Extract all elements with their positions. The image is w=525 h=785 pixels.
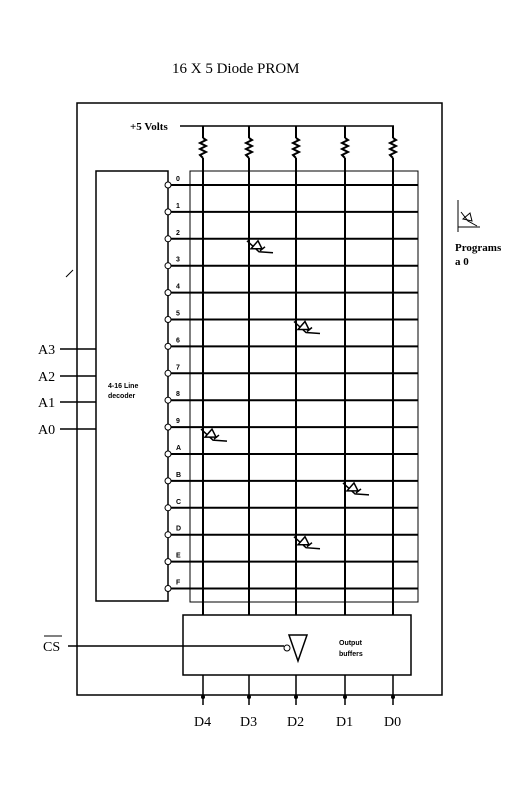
row-bubble-0 [164, 181, 172, 189]
row-label: A [176, 445, 181, 452]
data-output-label: D2 [287, 715, 304, 730]
row-label: 2 [176, 230, 180, 237]
pullup-resistor-D4 [197, 137, 209, 159]
matrix-frame [189, 170, 419, 603]
row-bubble-4 [164, 289, 172, 297]
row-bubble-2 [164, 235, 172, 243]
row-bubble-9 [164, 423, 172, 431]
output-pin-D4 [201, 695, 205, 699]
programs-inset [457, 200, 480, 232]
address-input-label: A0 [38, 423, 55, 438]
row-label: 4 [176, 284, 180, 291]
programs-note-line1: Programs [455, 242, 502, 254]
row-label: 7 [176, 364, 180, 371]
row-bubble-8 [164, 396, 172, 404]
output-buffer-label-line1: Output [339, 640, 363, 647]
row-bubble-3 [164, 262, 172, 270]
row-bubble-1 [164, 208, 172, 216]
diode-9-D4 [200, 427, 228, 442]
supply-label: +5 Volts [130, 121, 168, 133]
row-label: B [176, 472, 181, 479]
row-bubble-A [164, 450, 172, 458]
decoder-block [95, 170, 169, 602]
pullup-resistor-D1 [339, 137, 351, 159]
row-bubble-B [164, 477, 172, 485]
row-label: D [176, 526, 181, 533]
diode-2-D3 [246, 239, 274, 254]
address-input-label: A1 [38, 396, 55, 411]
row-label: 1 [176, 203, 180, 210]
row-label: 5 [176, 311, 180, 318]
cs-label: CS [43, 640, 60, 655]
row-label: E [176, 553, 181, 560]
row-bubble-E [164, 558, 172, 566]
row-label: 3 [176, 257, 180, 264]
row-bubble-F [164, 585, 172, 592]
data-output-label: D0 [384, 715, 401, 730]
data-output-label: D4 [194, 715, 211, 730]
row-label: 6 [176, 337, 180, 344]
row-bubble-D [164, 531, 172, 539]
buffer-triangle [287, 634, 309, 664]
row-label: 9 [176, 418, 180, 425]
decoder-label-line2: decoder [108, 393, 136, 400]
decoder-label-line1: 4-16 Line [108, 383, 138, 390]
data-output-label: D3 [240, 715, 257, 730]
diode-D-D2 [293, 535, 321, 550]
row-bubble-5 [164, 316, 172, 323]
row-bubble-C [164, 504, 172, 512]
row-label: C [176, 499, 181, 506]
output-pin-D3 [247, 695, 251, 699]
chip-outline [76, 102, 443, 696]
pullup-resistor-D3 [243, 137, 255, 159]
row-bubble-6 [164, 342, 172, 350]
pullup-resistor-D2 [290, 137, 302, 159]
row-label: 8 [176, 391, 180, 398]
row-label: 0 [176, 176, 180, 183]
diagram-title: 16 X 5 Diode PROM [172, 61, 300, 77]
output-pin-D0 [391, 695, 395, 699]
row-label: F [176, 580, 181, 587]
programmed-diodes [200, 239, 370, 550]
cs-bubble [283, 644, 291, 652]
row-lines: 0 1 2 3 4 5 6 7 8 9A B C D E F [164, 176, 418, 592]
output-pin-D2 [294, 695, 298, 699]
address-input-label: A3 [38, 343, 55, 358]
pullup-resistor-D0 [387, 137, 399, 159]
programs-note-line2: a 0 [455, 256, 469, 268]
output-buffer-block [182, 614, 412, 676]
output-buffer-label-line2: buffers [339, 651, 363, 658]
diode-5-D2 [293, 320, 321, 335]
data-output-label: D1 [336, 715, 353, 730]
diode-B-D1 [342, 481, 370, 496]
output-pin-D1 [343, 695, 347, 699]
address-input-label: A2 [38, 370, 55, 385]
row-bubble-7 [164, 369, 172, 377]
stray-mark [65, 269, 74, 278]
